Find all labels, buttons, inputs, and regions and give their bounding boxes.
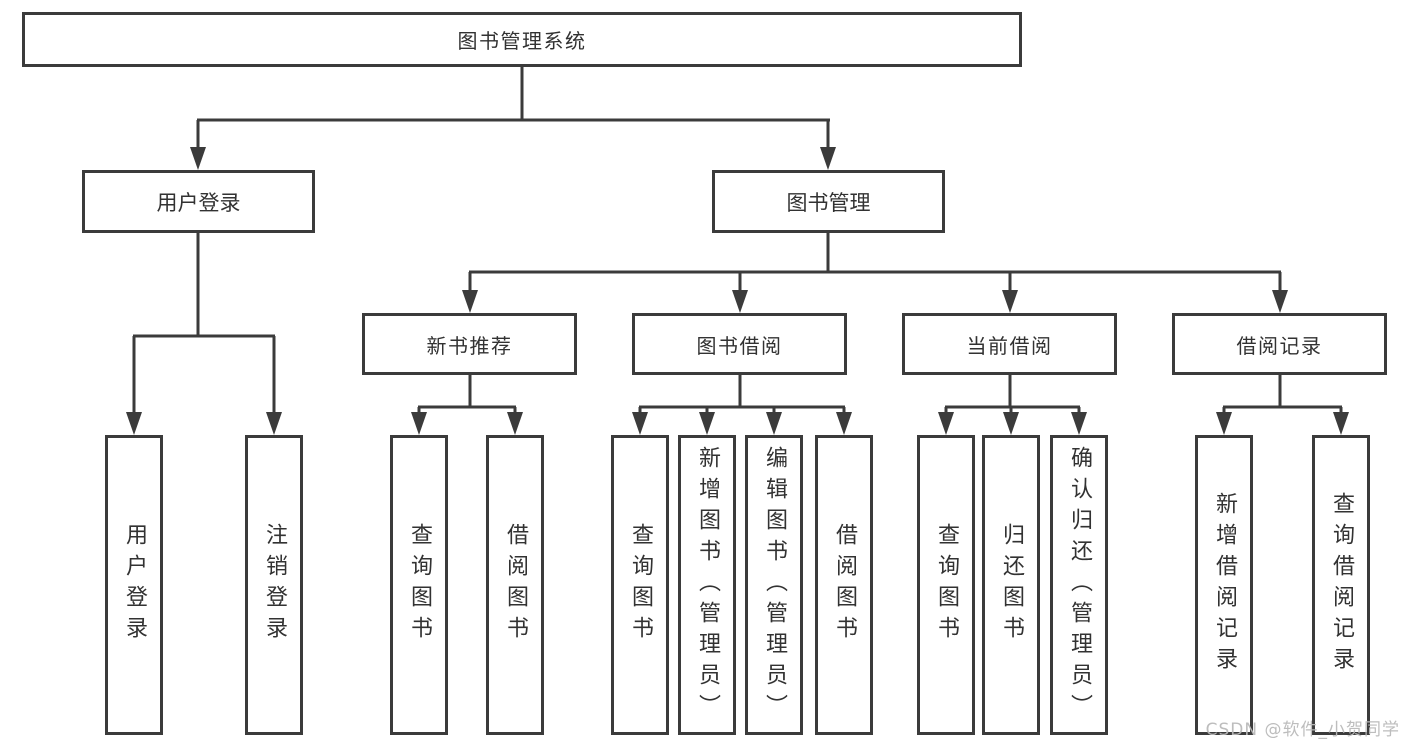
node-root: 图书管理系统 (22, 12, 1022, 67)
csdn-watermark: CSDN @软件_小贺同学 (1205, 720, 1400, 740)
node-current-borrow: 当前借阅 (902, 313, 1117, 375)
node-user-login: 用户登录 (82, 170, 315, 233)
leaf-user-login: 用户登录 (105, 435, 163, 735)
leaf-confirm-return-admin: 确认归还（管理员） (1050, 435, 1108, 735)
node-label: 用户登录 (156, 190, 241, 215)
node-label: 归还图书 (999, 523, 1024, 647)
node-label: 借阅记录 (1236, 333, 1323, 358)
node-label: 确认归还（管理员） (1067, 445, 1092, 725)
leaf-query-borrow-record: 查询借阅记录 (1312, 435, 1370, 735)
node-label: 当前借阅 (966, 333, 1053, 358)
node-label: 查询图书 (934, 523, 959, 647)
leaf-add-borrow-record: 新增借阅记录 (1195, 435, 1253, 735)
leaf-return-books: 归还图书 (982, 435, 1040, 735)
node-label: 查询图书 (628, 523, 653, 647)
node-label: 新增借阅记录 (1212, 492, 1237, 678)
leaf-logout: 注销登录 (245, 435, 303, 735)
leaf-query-books-2: 查询图书 (611, 435, 669, 735)
leaf-borrow-books-1: 借阅图书 (486, 435, 544, 735)
node-label: 图书借阅 (696, 333, 783, 358)
leaf-edit-book-admin: 编辑图书（管理员） (745, 435, 803, 735)
node-borrow-record: 借阅记录 (1172, 313, 1387, 375)
node-book-management: 图书管理 (712, 170, 945, 233)
node-label: 编辑图书（管理员） (762, 445, 787, 725)
node-label: 查询借阅记录 (1329, 492, 1354, 678)
node-book-borrow: 图书借阅 (632, 313, 847, 375)
leaf-query-books-3: 查询图书 (917, 435, 975, 735)
node-new-book-recommend: 新书推荐 (362, 313, 577, 375)
leaf-add-book-admin: 新增图书（管理员） (678, 435, 736, 735)
node-label: 图书管理系统 (457, 29, 587, 53)
node-label: 用户登录 (122, 523, 147, 647)
node-label: 借阅图书 (503, 523, 528, 647)
arrowheads (126, 147, 1349, 435)
node-label: 注销登录 (262, 523, 287, 647)
leaf-query-books-1: 查询图书 (390, 435, 448, 735)
node-label: 新增图书（管理员） (695, 445, 720, 725)
leaf-borrow-books-2: 借阅图书 (815, 435, 873, 735)
node-label: 借阅图书 (832, 523, 857, 647)
node-label: 图书管理 (786, 190, 871, 215)
node-label: 查询图书 (407, 523, 432, 647)
node-label: 新书推荐 (426, 333, 513, 358)
